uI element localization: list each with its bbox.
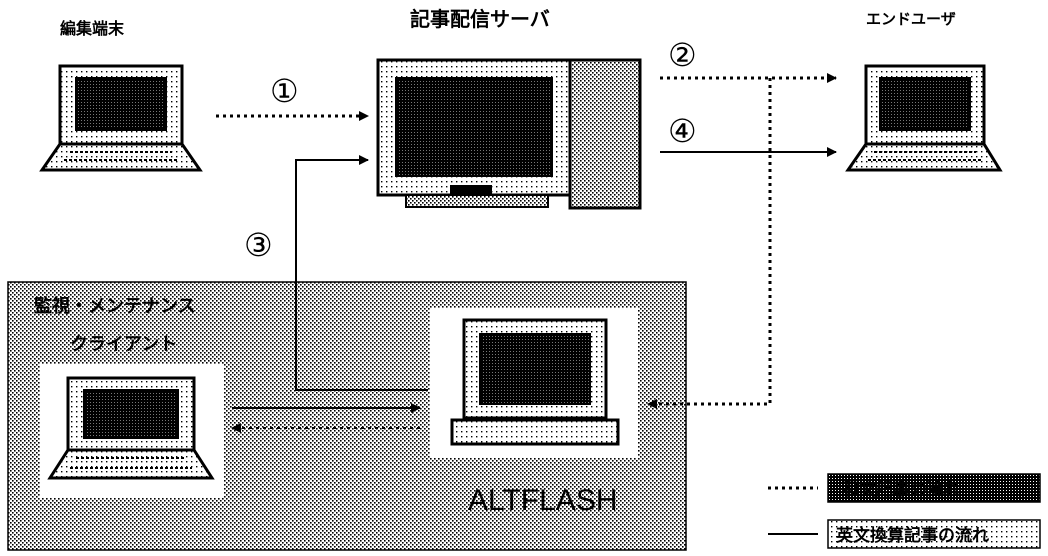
step-1-marker: ① <box>270 72 299 110</box>
legend-solid-label: 英文換算記事の流れ <box>836 525 989 546</box>
legend-dotted-box <box>827 473 1041 503</box>
editor-terminal-label: 編集端末 <box>60 19 125 38</box>
step-4-marker: ④ <box>668 112 697 150</box>
altflash-terminal <box>450 318 620 446</box>
step-3-marker: ③ <box>244 226 273 264</box>
arrow-step3 <box>295 155 428 391</box>
end-user-label: エンドユーザ <box>866 10 956 28</box>
end-user-laptop <box>845 64 1003 172</box>
legend-solid-box <box>827 519 1041 549</box>
arrow-branch-to-altflash <box>647 78 772 409</box>
legend: 和文記事の流れ 英文換算記事の流れ <box>768 473 1041 549</box>
step-2-marker: ② <box>668 36 697 74</box>
monitor-client-label-line1: 監視・メンテナンス <box>34 295 196 317</box>
maintenance-client-laptop <box>47 376 215 480</box>
server-label: 記事配信サーバ <box>410 7 550 31</box>
altflash-label: ALTFLASH <box>468 484 618 517</box>
article-server <box>376 58 642 210</box>
legend-dotted-label: 和文記事の流れ <box>842 479 961 500</box>
editor-terminal-laptop <box>39 64 203 172</box>
monitor-client-label-line2: クライアント <box>70 334 177 355</box>
